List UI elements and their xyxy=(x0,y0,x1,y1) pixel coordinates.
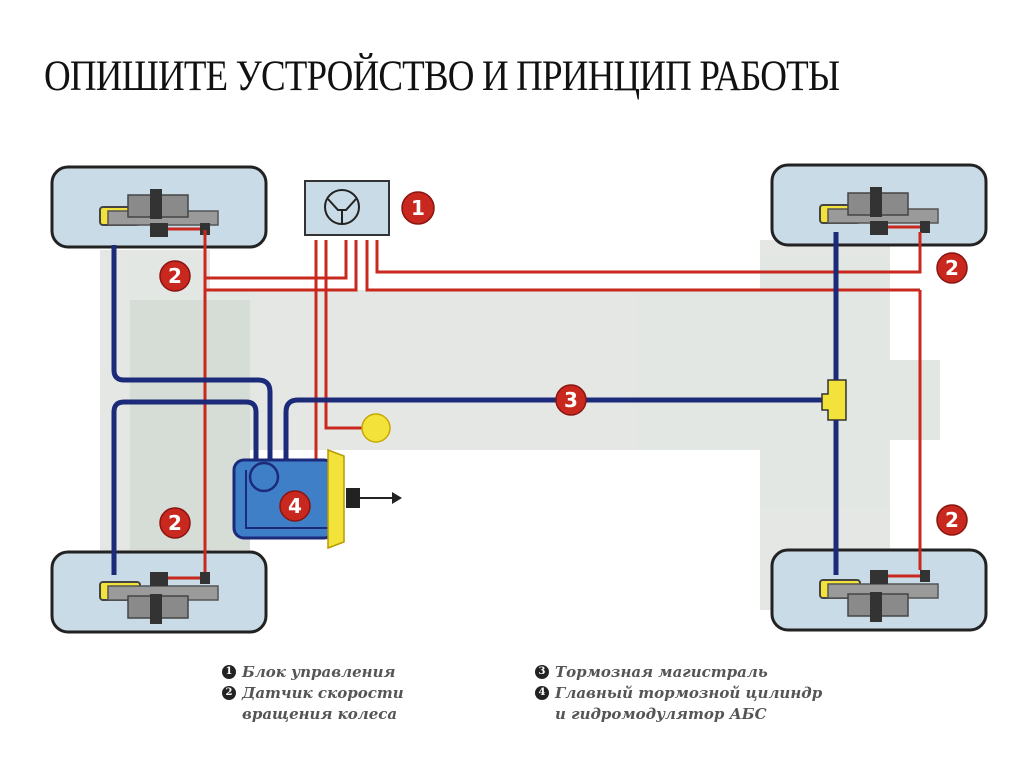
callout-speed-sensor-rr: 2 xyxy=(936,504,968,536)
brake-disc-hub xyxy=(99,189,219,237)
legend-item: 3 Тормозная магистраль xyxy=(535,662,822,683)
callout-number: 4 xyxy=(288,494,302,518)
legend-item: 2 Датчик скорости xyxy=(222,683,404,704)
chassis-background xyxy=(100,240,940,610)
pushrod-arrow-icon xyxy=(392,492,402,504)
callout-speed-sensor-fl: 2 xyxy=(159,260,191,292)
legend-text: Главный тормозной цилиндр xyxy=(555,684,823,702)
master-cylinder-modulator xyxy=(232,448,402,550)
callout-number: 2 xyxy=(945,508,959,532)
legend-item: 4 Главный тормозной цилиндр xyxy=(535,683,822,704)
control-unit xyxy=(304,180,390,236)
legend-item: 1 Блок управления xyxy=(222,662,404,683)
callout-number: 2 xyxy=(168,264,182,288)
callout-number: 1 xyxy=(411,196,425,220)
legend-number: 2 xyxy=(222,686,236,700)
sensor-wires xyxy=(203,230,922,572)
legend-text-continued: и гидромодулятор АБС xyxy=(555,705,767,723)
speed-sensor xyxy=(200,572,210,584)
speed-sensor xyxy=(920,570,930,582)
callout-number: 3 xyxy=(564,388,578,412)
legend-number: 4 xyxy=(535,686,549,700)
legend-text: Тормозная магистраль xyxy=(555,663,768,681)
callout-number: 2 xyxy=(945,256,959,280)
callout-number: 2 xyxy=(168,511,182,535)
wheel-front-right xyxy=(770,163,988,247)
legend-text-continued: вращения колеса xyxy=(242,705,398,723)
callout-brake-line: 3 xyxy=(555,384,587,416)
callout-speed-sensor-rl: 2 xyxy=(159,507,191,539)
legend-number: 1 xyxy=(222,665,236,679)
wheel-rear-right xyxy=(770,548,988,632)
legend-left: 1 Блок управления 2 Датчик скорости вращ… xyxy=(222,662,404,725)
legend-number: 3 xyxy=(535,665,549,679)
callout-control-unit: 1 xyxy=(401,191,435,225)
callout-master-cylinder: 4 xyxy=(279,490,311,522)
brake-disc-hub xyxy=(819,570,939,622)
speed-sensor xyxy=(920,221,930,233)
brake-tee-junction xyxy=(821,379,847,421)
brake-disc-hub xyxy=(99,572,219,624)
speed-sensor xyxy=(200,223,210,235)
legend-right: 3 Тормозная магистраль 4 Главный тормозн… xyxy=(535,662,822,725)
legend-text: Датчик скорости xyxy=(242,684,404,702)
brake-disc-hub xyxy=(819,187,939,235)
legend-text: Блок управления xyxy=(242,663,396,681)
wheel-front-left xyxy=(50,165,268,249)
abs-warning-lamp xyxy=(361,413,391,443)
wheel-rear-left xyxy=(50,550,268,634)
slide-title: ОПИШИТЕ УСТРОЙСТВО И ПРИНЦИП РАБОТЫ xyxy=(44,53,840,100)
callout-speed-sensor-fr: 2 xyxy=(936,252,968,284)
brake-booster xyxy=(327,448,345,550)
